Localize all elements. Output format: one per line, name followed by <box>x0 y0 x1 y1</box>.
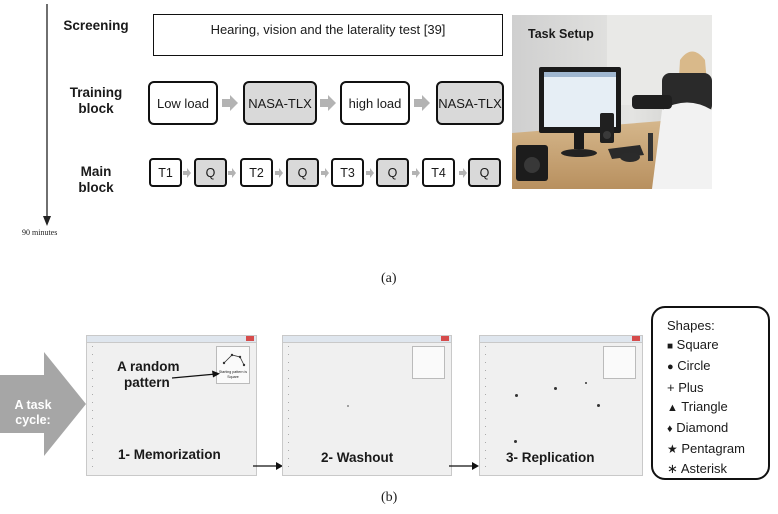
replicated-point <box>554 387 557 390</box>
window-titlebar <box>480 336 642 343</box>
block-arrow-icon <box>320 95 336 111</box>
shape-item-diamond: ♦ Diamond <box>667 418 768 439</box>
replicated-point <box>585 382 587 384</box>
pattern-preview <box>222 353 246 367</box>
shape-name: Circle <box>677 358 711 374</box>
triangle-icon: ▲ <box>667 401 678 414</box>
small-arrow-icon <box>275 168 283 178</box>
shape-name: Diamond <box>676 420 729 436</box>
training-box-nasa-tlx-1: NASA-TLX <box>243 81 317 125</box>
task-cycle-label: A task cycle: <box>3 398 63 428</box>
diamond-icon: ♦ <box>667 423 673 436</box>
caption-b: (b) <box>381 490 398 505</box>
row-label-training-line1: Training <box>69 85 123 100</box>
main-box-q2: Q <box>286 158 319 187</box>
small-arrow-icon <box>228 168 236 178</box>
shape-item-triangle: ▲ Triangle <box>667 397 768 418</box>
shape-item-pentagram: ★ Pentagram <box>667 439 768 459</box>
task-cycle-arrow-icon <box>0 352 86 456</box>
close-icon <box>632 336 640 341</box>
row-label-main: Main block <box>60 164 132 196</box>
pattern-pointer-arrow-icon <box>172 370 220 379</box>
flow-arrow-icon <box>449 462 479 470</box>
shape-name: Plus <box>678 379 704 395</box>
small-arrow-icon <box>183 168 191 178</box>
random-pattern-label: A random pattern <box>117 359 180 391</box>
replicated-point <box>515 394 518 397</box>
pattern-inset-text-line2: Square <box>227 374 239 379</box>
shape-name: Triangle <box>681 398 728 414</box>
pattern-inset <box>603 346 636 379</box>
task-cycle-line1: A task <box>14 398 52 412</box>
main-box-t4: T4 <box>422 158 455 187</box>
timeline-axis <box>43 4 51 226</box>
screen-label-washout: 2- Washout <box>321 450 394 465</box>
pattern-inset <box>412 346 445 379</box>
screenshot-memorization: Starting pattern is Square A random patt… <box>86 335 257 476</box>
main-box-t2: T2 <box>240 158 273 187</box>
pattern-inset: Starting pattern is Square <box>216 346 250 384</box>
row-label-training-line2: block <box>78 101 114 116</box>
screening-box: Hearing, vision and the laterality test … <box>153 14 503 56</box>
ruler-dots <box>92 346 93 470</box>
close-icon <box>246 336 254 341</box>
shape-item-square: ■ Square <box>667 335 768 356</box>
flow-arrow-icon <box>253 462 283 470</box>
close-icon <box>441 336 449 341</box>
shape-item-plus: + Plus <box>667 378 768 397</box>
shape-name: Square <box>676 337 719 353</box>
task-cycle-line2: cycle: <box>15 413 51 427</box>
pattern-inset-text-line1: Starting pattern is <box>218 370 248 374</box>
caption-a: (a) <box>381 271 397 286</box>
small-arrow-icon <box>366 168 374 178</box>
main-box-t1: T1 <box>149 158 182 187</box>
shape-item-circle: ● Circle <box>667 356 768 377</box>
row-label-main-line1: Main <box>80 164 112 179</box>
replicated-point <box>597 404 600 407</box>
square-icon: ■ <box>667 341 674 353</box>
asterisk-icon: ∗ <box>667 461 678 477</box>
training-box-low-load: Low load <box>148 81 218 125</box>
task-setup-illustration <box>512 15 712 189</box>
small-arrow-icon <box>412 168 420 178</box>
fixation-dot <box>347 405 349 407</box>
training-box-nasa-tlx-2: NASA-TLX <box>436 81 504 125</box>
ruler-dots <box>288 346 289 470</box>
random-pattern-line1: A random <box>117 359 180 374</box>
small-arrow-icon <box>459 168 467 178</box>
shapes-title: Shapes: <box>667 318 715 333</box>
screen-label-replication: 3- Replication <box>506 450 595 465</box>
task-setup-photo: Task Setup <box>512 15 712 189</box>
block-arrow-icon <box>414 95 430 111</box>
training-box-high-load: high load <box>340 81 410 125</box>
plus-icon: + <box>667 379 675 395</box>
star-icon: ★ <box>667 442 678 457</box>
small-arrow-icon <box>321 168 329 178</box>
random-pattern-line2: pattern <box>124 375 170 390</box>
pattern-inset-text: Starting pattern is Square <box>217 370 249 379</box>
replicated-point <box>514 440 517 443</box>
time-label: 90 minutes <box>22 228 58 237</box>
block-arrow-icon <box>222 95 238 111</box>
ruler-dots <box>485 346 486 470</box>
main-box-q3: Q <box>376 158 409 187</box>
main-box-q1: Q <box>194 158 227 187</box>
window-titlebar <box>283 336 451 343</box>
screen-label-memorization: 1- Memorization <box>118 447 221 462</box>
screenshot-replication: 3- Replication <box>479 335 643 476</box>
training-arrows <box>183 95 467 178</box>
circle-icon: ● <box>667 361 674 374</box>
main-box-t3: T3 <box>331 158 364 187</box>
shapes-legend: Shapes: ■ Square ● Circle + Plus ▲ Trian… <box>651 306 770 480</box>
shape-item-asterisk: ∗ Asterisk <box>667 459 768 478</box>
photo-title: Task Setup <box>528 27 594 41</box>
row-label-main-line2: block <box>78 180 114 195</box>
row-label-screening: Screening <box>63 18 129 33</box>
screenshot-washout: 2- Washout <box>282 335 452 476</box>
shape-name: Pentagram <box>681 441 745 457</box>
window-titlebar <box>87 336 256 343</box>
shape-name: Asterisk <box>680 461 728 477</box>
row-label-training: Training block <box>60 85 132 117</box>
main-box-q4: Q <box>468 158 501 187</box>
